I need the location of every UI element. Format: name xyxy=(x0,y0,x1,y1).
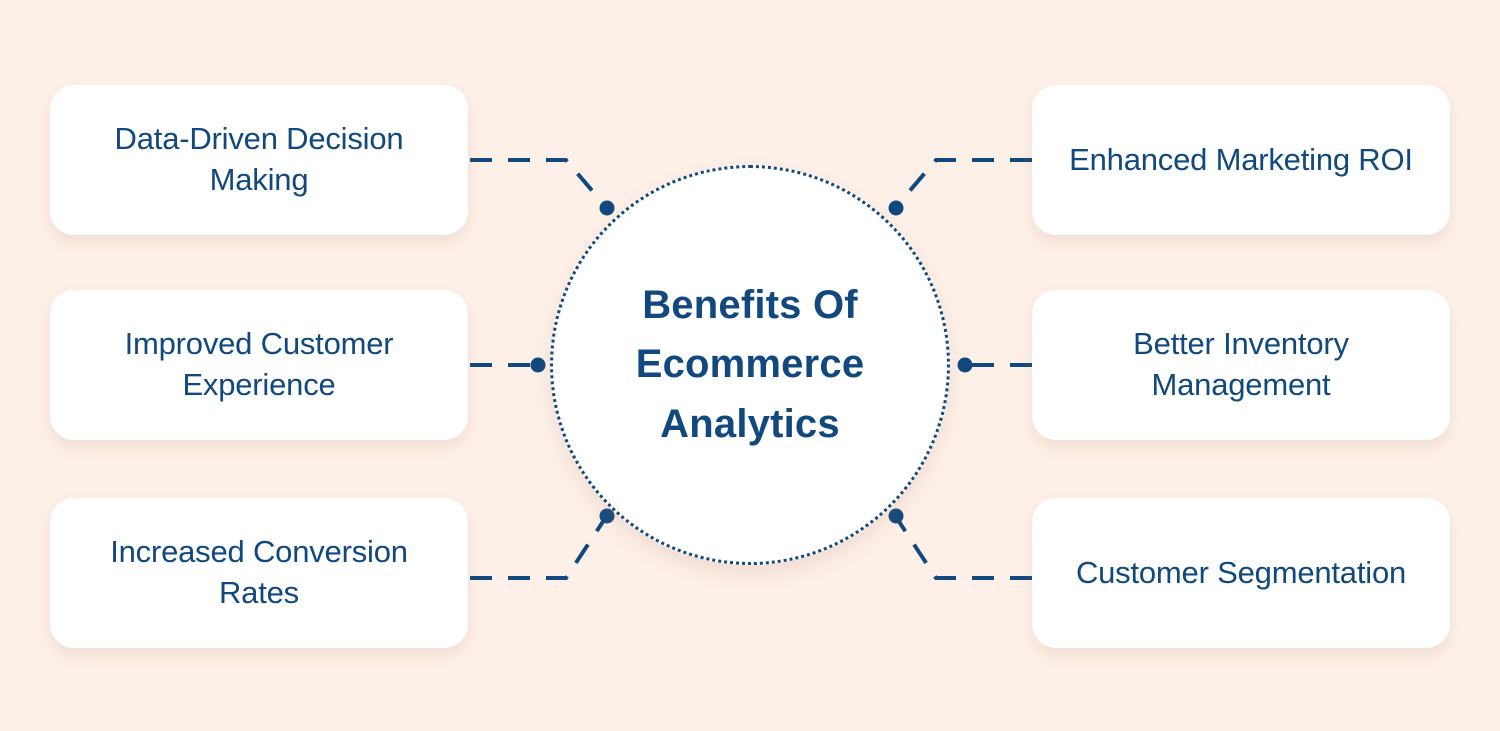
card-customer-segmentation[interactable]: Customer Segmentation xyxy=(1032,498,1450,648)
connector-dot-left-top xyxy=(599,200,615,216)
card-label: Enhanced Marketing ROI xyxy=(1069,141,1413,177)
connector-dot-left-middle xyxy=(530,357,546,373)
card-label: Customer Segmentation xyxy=(1075,554,1407,590)
connector-dot-right-bottom xyxy=(888,508,904,524)
card-better-inventory-management[interactable]: Better Inventory Management xyxy=(1032,290,1450,440)
card-label: Data-Driven Decision Making xyxy=(114,121,404,197)
connector-left-top xyxy=(470,158,608,209)
card-increased-conversion-rates[interactable]: Increased Conversion Rates xyxy=(50,498,468,648)
card-label: Better Inventory Management xyxy=(1133,326,1349,402)
card-enhanced-marketing-roi[interactable]: Enhanced Marketing ROI xyxy=(1032,85,1450,235)
center-hub-title: Benefits Of Ecommerce Analytics xyxy=(635,283,865,446)
connector-right-top xyxy=(894,158,1032,209)
card-label: Increased Conversion Rates xyxy=(110,534,408,610)
card-data-driven-decision-making[interactable]: Data-Driven Decision Making xyxy=(50,85,468,235)
connector-dot-right-middle xyxy=(957,357,973,373)
card-label: Improved Customer Experience xyxy=(124,326,394,402)
connector-dot-right-top xyxy=(888,200,904,216)
card-improved-customer-experience[interactable]: Improved Customer Experience xyxy=(50,290,468,440)
connector-right-bottom xyxy=(894,515,1032,580)
connector-left-bottom xyxy=(470,515,608,580)
center-hub-circle: Benefits Of Ecommerce Analytics xyxy=(550,165,950,565)
